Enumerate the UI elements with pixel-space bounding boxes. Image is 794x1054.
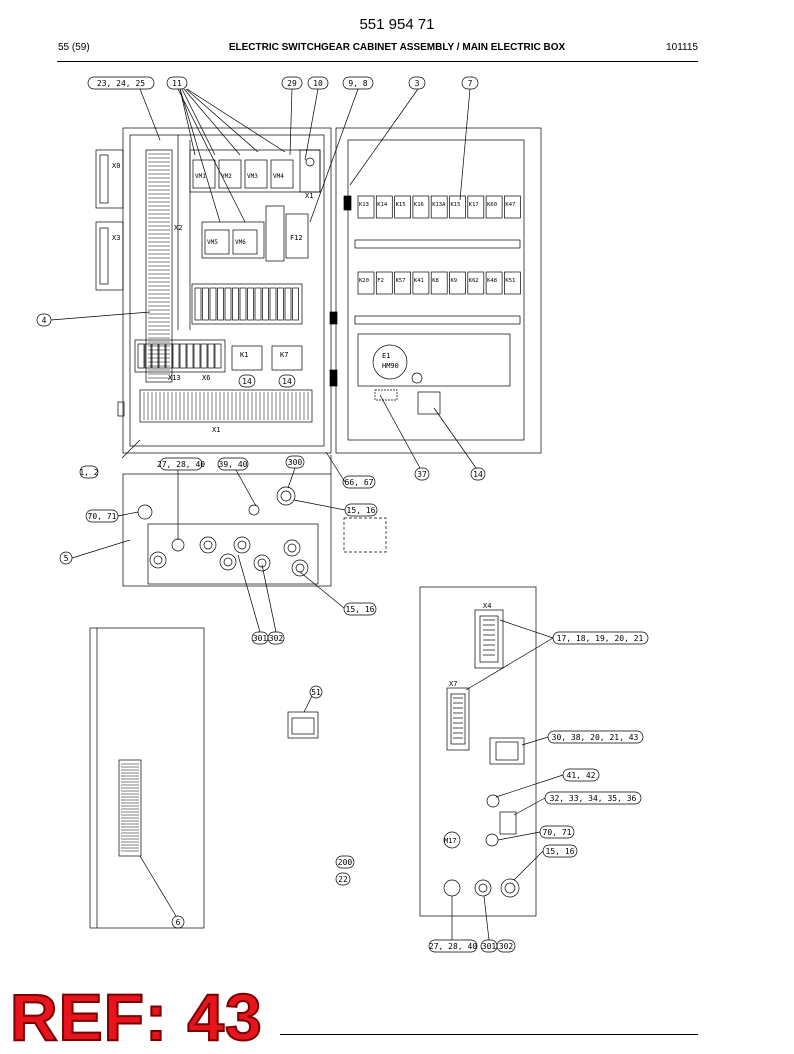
callout-text: 29 bbox=[287, 79, 297, 88]
relay-label: K14 bbox=[377, 202, 388, 208]
fuse-label-f12: F12 bbox=[290, 234, 303, 242]
callout-text: 302 bbox=[499, 942, 514, 951]
relay-label: F2 bbox=[377, 278, 384, 284]
callout-text: 5 bbox=[64, 554, 69, 563]
callout-text: 32, 33, 34, 35, 36 bbox=[550, 794, 637, 803]
module-label-vm3: VM3 bbox=[247, 173, 258, 180]
callout-text: 27, 28, 40 bbox=[429, 942, 477, 951]
connector-label-x3: X3 bbox=[112, 234, 120, 242]
bottom-plate bbox=[122, 455, 387, 587]
relay-label: K47 bbox=[505, 202, 515, 208]
callout-text: 15, 16 bbox=[347, 506, 376, 515]
relay-label: K57 bbox=[396, 278, 406, 284]
callout-text: 70, 71 bbox=[543, 828, 572, 837]
relay-label: K9 bbox=[451, 278, 458, 284]
connector-label-x0: X0 bbox=[112, 162, 120, 170]
callout-text: 9, 8 bbox=[348, 79, 367, 88]
relay-label: K15 bbox=[396, 202, 406, 208]
callout-text: 23, 24, 25 bbox=[97, 79, 145, 88]
document-code: 101115 bbox=[666, 42, 698, 53]
header-rule bbox=[57, 61, 698, 62]
relay-label: K8 bbox=[432, 278, 439, 284]
callout-group-top: 23, 24, 25 11 29 10 9, 8 3 7 bbox=[87, 76, 479, 90]
callout-text: 6 bbox=[176, 918, 181, 927]
relay-label: K60 bbox=[487, 202, 497, 208]
callout-text: 41, 42 bbox=[567, 771, 596, 780]
meter-label-hm: HM90 bbox=[382, 362, 399, 370]
callout-text: 200 bbox=[338, 858, 353, 867]
relay-label: K17 bbox=[469, 202, 479, 208]
module-label-vm4: VM4 bbox=[273, 173, 284, 180]
meter-label: E1 bbox=[382, 352, 390, 360]
document-number: 551 954 71 bbox=[359, 16, 435, 33]
callout-text: 10 bbox=[313, 79, 323, 88]
callout-text: 301 bbox=[253, 634, 268, 643]
callout-text: 37 bbox=[417, 470, 427, 479]
callout-text: 22 bbox=[338, 875, 348, 884]
callout-text: 14 bbox=[242, 377, 252, 386]
relay-label: K41 bbox=[414, 278, 424, 284]
connector-label-x13: X13 bbox=[168, 374, 181, 382]
relay-label: K62 bbox=[469, 278, 479, 284]
callout-text: 300 bbox=[288, 458, 303, 467]
reference-stamp: REF: 43 bbox=[9, 980, 263, 1054]
relay-label: K13A bbox=[432, 202, 446, 208]
callout-text: 301 bbox=[482, 942, 497, 951]
callout-text: 1, 2 bbox=[79, 468, 98, 477]
relay-label-k7: K7 bbox=[280, 351, 288, 359]
callout-text: 4 bbox=[42, 316, 47, 325]
module-label-vm1: VM1 bbox=[195, 173, 206, 180]
relay-label-k1: K1 bbox=[240, 351, 248, 359]
side-panel: X4 X7 M17 bbox=[419, 586, 537, 917]
page-title: ELECTRIC SWITCHGEAR CABINET ASSEMBLY / M… bbox=[228, 42, 566, 53]
callout-bubble bbox=[87, 76, 155, 90]
relay-label: K51 bbox=[505, 278, 515, 284]
footer-rule bbox=[280, 1034, 698, 1035]
callout-text: 14 bbox=[473, 470, 483, 479]
relay-label: K15 bbox=[451, 202, 461, 208]
relay-label: K13 bbox=[359, 202, 369, 208]
callout-text: 15, 16 bbox=[346, 605, 375, 614]
connector-label-x7: X7 bbox=[449, 680, 457, 688]
connector-label-x4: X4 bbox=[483, 602, 491, 610]
callout-text: 17, 18, 19, 20, 21 bbox=[557, 634, 644, 643]
callout-text: 66, 67 bbox=[345, 478, 374, 487]
callout-text: 302 bbox=[269, 634, 284, 643]
module-label-vm5: VM5 bbox=[207, 239, 218, 246]
callout-text: 39, 40 bbox=[219, 460, 248, 469]
callout-text: 15, 16 bbox=[546, 847, 575, 856]
relay-label: K16 bbox=[414, 202, 424, 208]
callout-text: 11 bbox=[172, 79, 182, 88]
connector-label-x1: X1 bbox=[305, 192, 313, 200]
module-label-vm6: VM6 bbox=[235, 239, 246, 246]
callout-text: 30, 38, 20, 21, 43 bbox=[552, 733, 639, 742]
label-m17: M17 bbox=[444, 837, 457, 845]
side-wall bbox=[89, 627, 205, 929]
callout-text: 51 bbox=[311, 688, 321, 697]
callout-text: 7 bbox=[468, 79, 473, 88]
cabinet-door: K13 K14 K15 K16 K13A K15 K17 K60 K47 K20 F2 K57 K41… bbox=[335, 127, 542, 454]
callout-text: 3 bbox=[415, 79, 420, 88]
callout-text: 14 bbox=[282, 377, 292, 386]
callout-text: 27, 28, 40 bbox=[157, 460, 205, 469]
relay-label: K48 bbox=[487, 278, 497, 284]
connector-label-x1-bottom: X1 bbox=[212, 426, 220, 434]
relay-label: K20 bbox=[359, 278, 369, 284]
connector-label-x6: X6 bbox=[202, 374, 210, 382]
page-indicator: 55 (59) bbox=[58, 42, 90, 53]
callout-text: 70, 71 bbox=[88, 512, 117, 521]
module-label-vm2: VM2 bbox=[221, 173, 232, 180]
